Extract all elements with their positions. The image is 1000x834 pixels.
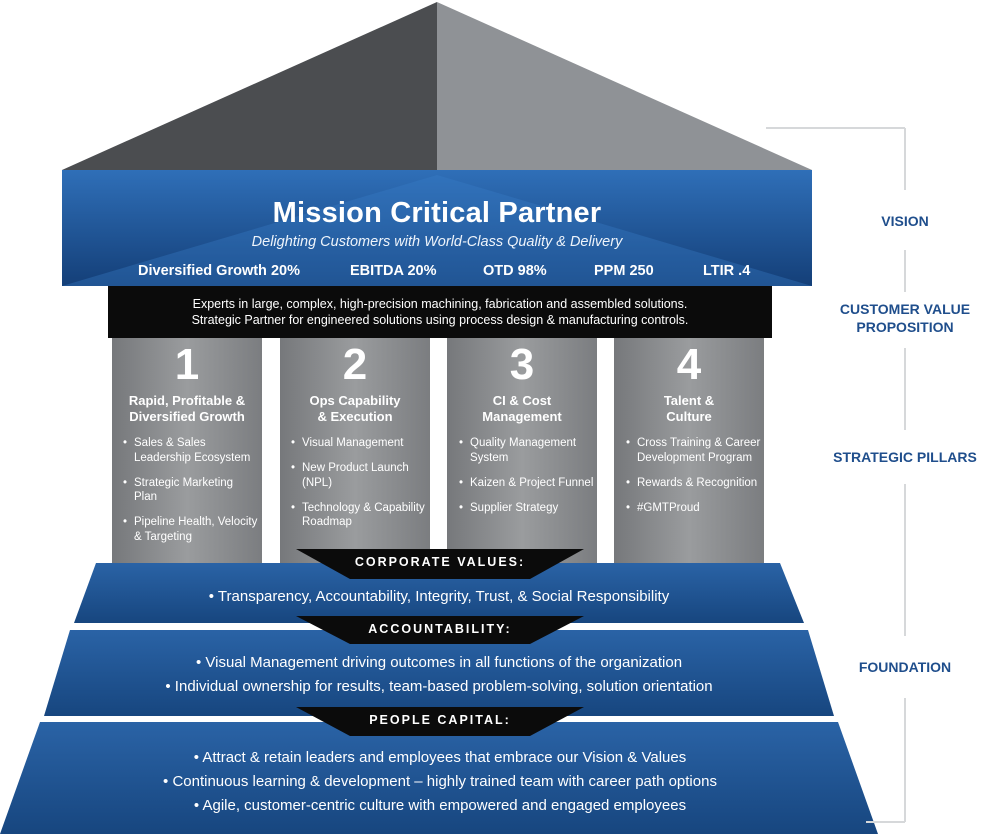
vision-triangle-highlight — [62, 175, 812, 286]
pillar-4-title-line-2: Culture — [666, 409, 712, 424]
list-item: Technology & Capability Roadmap — [291, 501, 426, 530]
pillar-2-number: 2 — [342, 340, 368, 389]
pillar-3-list: Quality Management System Kaizen & Proje… — [459, 436, 594, 526]
banner-people-capital-bg — [296, 707, 584, 736]
metric-ppm: PPM 250 — [594, 263, 654, 279]
pillar-4-title: Talent & Culture — [614, 393, 764, 425]
banner-accountability: ACCOUNTABILITY: — [368, 622, 512, 636]
list-item: Pipeline Health, Velocity & Targeting — [123, 515, 258, 544]
vision-subtitle: Delighting Customers with World-Class Qu… — [251, 234, 623, 250]
vision-band — [62, 170, 812, 286]
accountability-text: • Visual Management driving outcomes in … — [44, 651, 834, 699]
list-item: Supplier Strategy — [459, 501, 594, 516]
value-proposition-line-2: Strategic Partner for engineered solutio… — [191, 313, 689, 327]
side-label-cvp-line-2: PROPOSITION — [856, 319, 954, 335]
list-item: Quality Management System — [459, 436, 594, 465]
pillar-1-title: Rapid, Profitable & Diversified Growth — [112, 393, 262, 425]
foundation-tier-1 — [74, 563, 804, 623]
pillar-1-title-line-1: Rapid, Profitable & — [128, 393, 246, 408]
side-label-foundation: FOUNDATION — [858, 659, 952, 675]
pillar-2-title-line-1: Ops Capability — [309, 393, 401, 408]
banner-accountability-bg — [296, 616, 584, 644]
pillar-3-title-line-2: Management — [482, 409, 562, 424]
value-proposition-line-1: Experts in large, complex, high-precisio… — [192, 297, 688, 311]
list-item: Rewards & Recognition — [626, 476, 761, 491]
metric-ltir: LTIR .4 — [703, 263, 751, 279]
metric-diversified-growth: Diversified Growth 20% — [138, 263, 300, 279]
people-capital-line-3: • Agile, customer-centric culture with e… — [193, 797, 687, 814]
pillar-1-title-line-2: Diversified Growth — [129, 409, 245, 424]
foundation-tier-2 — [44, 630, 834, 716]
list-item: #GMTProud — [626, 501, 761, 516]
banner-corporate-values-bg — [296, 549, 584, 579]
foundation-tier-3 — [0, 722, 878, 834]
side-label-cvp-line-1: CUSTOMER VALUE — [839, 301, 971, 317]
people-capital-text: • Attract & retain leaders and employees… — [20, 746, 860, 818]
side-label-customer-value-proposition: CUSTOMER VALUE PROPOSITION — [820, 300, 990, 336]
cvp-band — [108, 286, 772, 338]
people-capital-line-1: • Attract & retain leaders and employees… — [193, 749, 687, 766]
corporate-values-line-1: • Transparency, Accountability, Integrit… — [208, 588, 670, 605]
pillar-4-title-line-1: Talent & — [663, 393, 715, 408]
pillar-2-title: Ops Capability & Execution — [280, 393, 430, 425]
accountability-line-2: • Individual ownership for results, team… — [165, 678, 713, 695]
pillar-3-title: CI & Cost Management — [447, 393, 597, 425]
list-item: New Product Launch (NPL) — [291, 461, 426, 490]
list-item: Visual Management — [291, 436, 426, 451]
side-label-vision: VISION — [881, 213, 929, 229]
value-proposition: Experts in large, complex, high-precisio… — [108, 296, 772, 328]
pillar-1-number: 1 — [174, 340, 200, 389]
roof-right — [437, 2, 812, 170]
metric-ebitda: EBITDA 20% — [350, 263, 437, 279]
corporate-values-text: • Transparency, Accountability, Integrit… — [74, 585, 804, 609]
pillar-2-list: Visual Management New Product Launch (NP… — [291, 436, 426, 540]
pillar-4-list: Cross Training & Career Development Prog… — [626, 436, 761, 526]
pillar-1-list: Sales & Sales Leadership Ecosystem Strat… — [123, 436, 258, 555]
metric-otd: OTD 98% — [483, 263, 547, 279]
pillar-4-number: 4 — [676, 340, 702, 389]
roof-left — [62, 2, 437, 170]
pillar-3-title-line-1: CI & Cost — [492, 393, 552, 408]
banner-people-capital: PEOPLE CAPITAL: — [369, 713, 511, 727]
accountability-line-1: • Visual Management driving outcomes in … — [195, 654, 683, 671]
vision-title: Mission Critical Partner — [272, 197, 602, 229]
list-item: Sales & Sales Leadership Ecosystem — [123, 436, 258, 465]
side-label-strategic-pillars: STRATEGIC PILLARS — [833, 449, 977, 465]
list-item: Strategic Marketing Plan — [123, 476, 258, 505]
pillar-2-title-line-2: & Execution — [317, 409, 393, 424]
pillar-3-number: 3 — [509, 340, 535, 389]
banner-corporate-values: CORPORATE VALUES: — [354, 555, 526, 569]
list-item: Kaizen & Project Funnel — [459, 476, 594, 491]
list-item: Cross Training & Career Development Prog… — [626, 436, 761, 465]
people-capital-line-2: • Continuous learning & development – hi… — [163, 773, 717, 790]
